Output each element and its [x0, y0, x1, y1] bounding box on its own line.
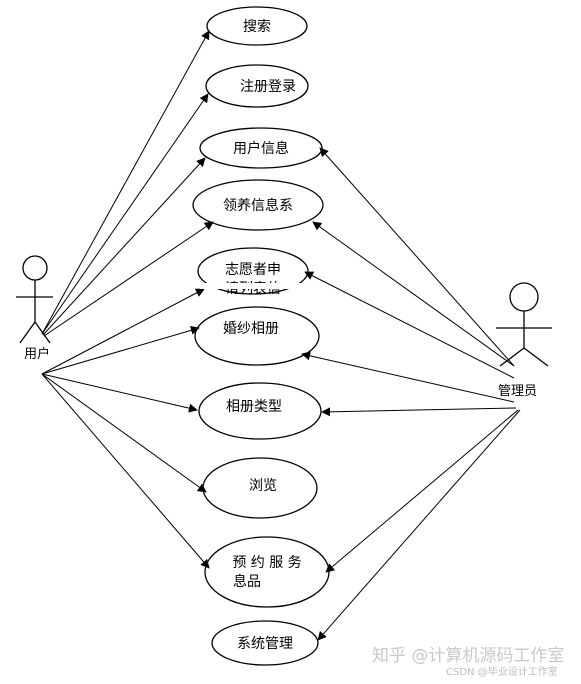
- uc-system-manage-label: 系统管理: [237, 636, 293, 652]
- user-to-user-info: [42, 157, 206, 336]
- watermark-sub: CSDN @毕业设计工作室: [446, 665, 558, 678]
- actor-user-label: 用户: [24, 346, 50, 362]
- actor-user: [16, 255, 53, 344]
- uc-booking-label-line2: 息品: [233, 573, 261, 590]
- admin-to-booking: [325, 409, 519, 573]
- actor-admin-leg-right: [523, 347, 549, 367]
- actor-admin: [496, 282, 552, 367]
- uc-register-login-label: 注册登录: [240, 79, 296, 95]
- uc-search-label: 搜索: [243, 18, 271, 35]
- uc-system-manage-ellipse: [211, 620, 319, 666]
- user-to-browse: [41, 373, 207, 493]
- actor-admin-leg-left: [499, 347, 525, 367]
- uc-wedding-album-ellipse: [194, 306, 320, 366]
- user-to-register-login: [41, 93, 209, 335]
- uc-album-type-ellipse: [198, 382, 322, 440]
- actor-user-head: [22, 255, 48, 281]
- actor-admin-head: [509, 282, 539, 312]
- uc-search-ellipse: [206, 6, 308, 46]
- user-to-adoption-info: [43, 221, 214, 337]
- actor-admin-label: 管理员: [498, 384, 537, 399]
- use-case-labels: 搜索 注册登录 用户信息 领养信息系 志愿者申 请列表信 婚纱相册 相册类型 浏…: [200, 18, 306, 652]
- uc-register-login-ellipse: [205, 64, 309, 108]
- user-to-album-type: [41, 373, 198, 413]
- uc-booking-label-line1: 预 约 服 务: [232, 555, 301, 571]
- user-to-booking: [41, 373, 210, 569]
- uc-user-info-label: 用户信息: [233, 140, 289, 157]
- admin-to-volunteer-apply: [304, 271, 515, 379]
- uc-adoption-info-ellipse: [192, 179, 324, 231]
- actor-user-leg-right: [34, 321, 51, 344]
- admin-to-album-type: [321, 407, 517, 417]
- uc-browse-label: 浏览: [249, 478, 277, 494]
- admin-to-adoption-info: [312, 221, 515, 367]
- user-associations: [41, 30, 214, 569]
- volunteer-label-clip-band: [200, 283, 306, 289]
- admin-associations: [301, 147, 521, 641]
- watermark-main: 知乎 @计算机源码工作室: [372, 646, 564, 666]
- user-to-wedding-album: [41, 325, 200, 375]
- user-to-volunteer-apply: [41, 288, 205, 375]
- uc-wedding-album-label: 婚纱相册: [223, 321, 279, 337]
- uc-booking-ellipse: [204, 536, 330, 608]
- uc-volunteer-apply-label-line1: 志愿者申: [225, 262, 281, 278]
- admin-to-system-manage: [317, 409, 521, 641]
- user-to-search: [41, 30, 210, 335]
- admin-to-user-info: [319, 147, 515, 367]
- uc-album-type-label: 相册类型: [226, 399, 282, 415]
- uc-volunteer-apply-ellipse: [197, 247, 309, 295]
- admin-to-wedding-album: [301, 351, 515, 403]
- actor-user-leg-left: [19, 321, 36, 344]
- uc-adoption-info-label: 领养信息系: [223, 197, 293, 214]
